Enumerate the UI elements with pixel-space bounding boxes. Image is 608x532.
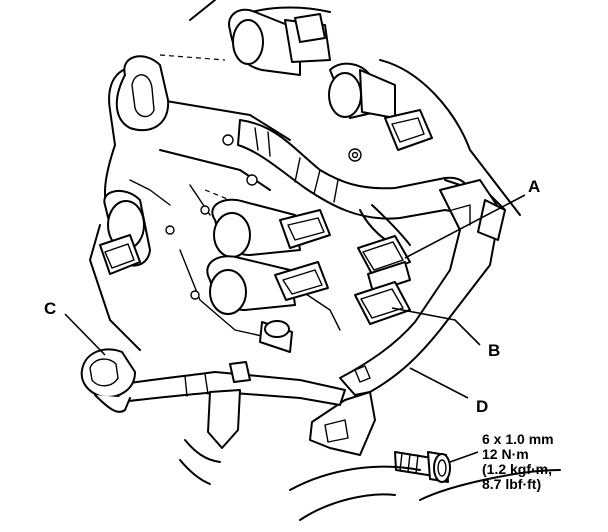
speed-sensor-c — [80, 348, 136, 413]
callout-c-label: C — [44, 299, 56, 318]
callout-d-label: D — [476, 397, 488, 416]
speed-sensor-boss — [99, 190, 151, 275]
leader-lines — [64, 194, 526, 463]
bolt-size-label: 6 x 1.0 mm — [482, 431, 554, 447]
lower-harness — [114, 361, 346, 485]
upper-solenoids — [228, 8, 433, 151]
bolt-torque-spec: 6 x 1.0 mm 12 N·m (1.2 kgf·m, 8.7 lbf·ft… — [482, 431, 554, 492]
middle-solenoids — [206, 198, 331, 353]
bolt-torque-lbf-label: 8.7 lbf·ft) — [482, 476, 541, 492]
case-bottom-lines — [289, 465, 561, 521]
connector-b — [354, 281, 411, 325]
callout-a-label: A — [528, 177, 540, 196]
connector-a — [357, 235, 411, 293]
bolt-torque-kgf-label: (1.2 kgf·m, — [482, 461, 552, 477]
bolt-torque-nm-label: 12 N·m — [482, 446, 529, 462]
callout-b-label: B — [488, 341, 500, 360]
